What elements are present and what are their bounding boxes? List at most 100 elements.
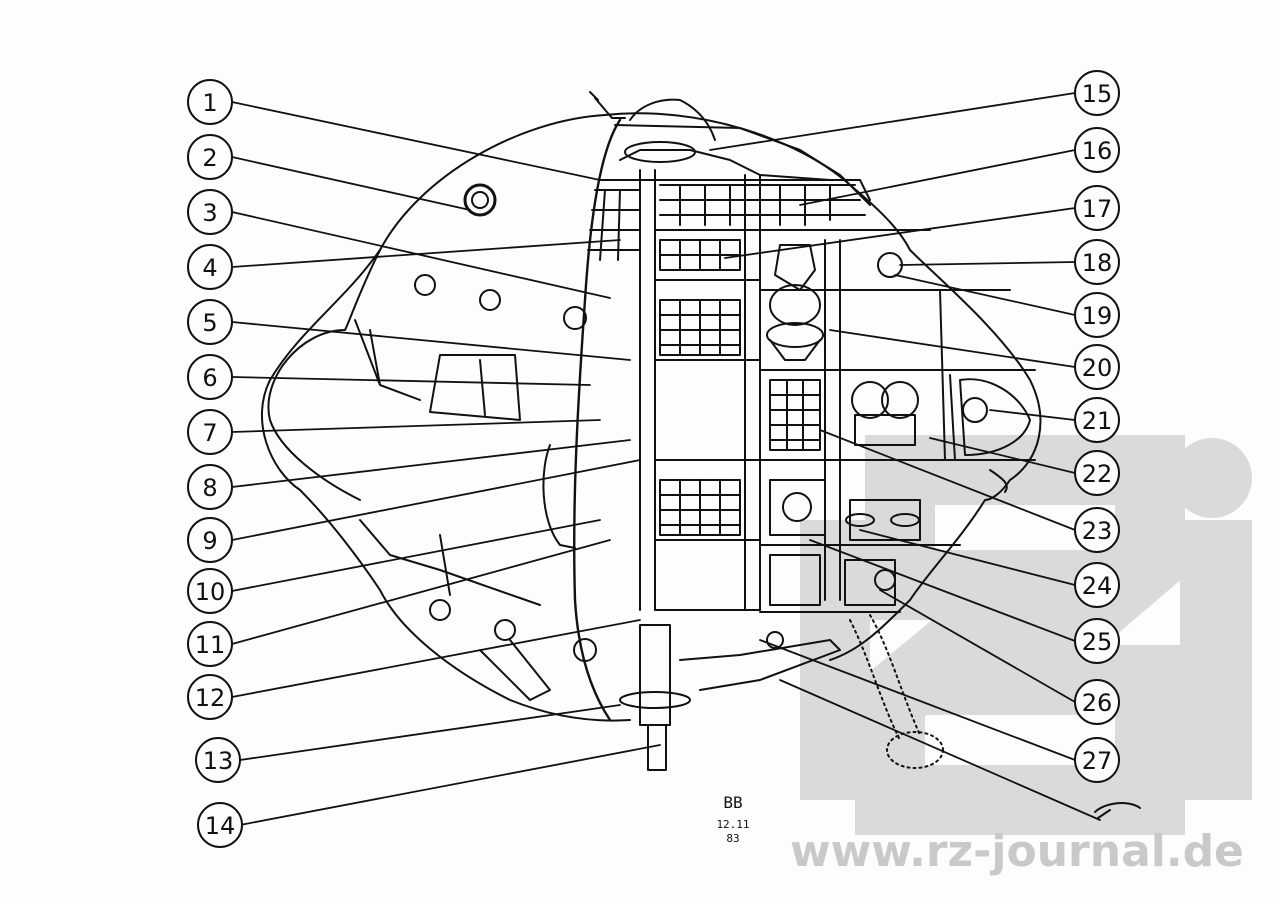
callout-circle — [187, 134, 233, 180]
leader-6 — [231, 376, 591, 386]
callout-9: 9 — [187, 517, 233, 563]
callout-circle — [1074, 344, 1120, 390]
callout-17: 17 — [1074, 185, 1120, 231]
callout-number: 25 — [1082, 628, 1113, 656]
callout-number: 14 — [205, 812, 236, 840]
signature-initials: BB — [723, 793, 742, 812]
callout-13: 13 — [195, 737, 241, 783]
callout-number: 7 — [202, 419, 217, 447]
leader-20 — [829, 329, 1076, 368]
leader-15 — [709, 92, 1076, 151]
leader-22 — [929, 437, 1076, 474]
callout-number: 19 — [1082, 302, 1113, 330]
callout-number: 17 — [1082, 195, 1113, 223]
callout-number: 3 — [202, 199, 217, 227]
callout-number: 9 — [202, 527, 217, 555]
callout-circle — [1074, 292, 1120, 338]
callout-number: 8 — [202, 474, 217, 502]
leader-14 — [239, 744, 661, 826]
callout-circle — [187, 299, 233, 345]
callout-circle — [1074, 127, 1120, 173]
callout-number: 24 — [1082, 572, 1113, 600]
leader-4 — [231, 239, 621, 268]
leader-25 — [809, 539, 1076, 642]
leader-10 — [231, 519, 601, 592]
leader-16 — [799, 149, 1076, 206]
leader-3 — [231, 211, 611, 299]
cutaway-vessel — [261, 91, 1141, 819]
callout-circle — [1074, 397, 1120, 443]
callout-5: 5 — [187, 299, 233, 345]
leader-11 — [231, 539, 611, 645]
callout-number: 27 — [1082, 747, 1113, 775]
leader-17 — [724, 207, 1076, 259]
callout-leaders — [231, 92, 1101, 826]
callout-circle — [1074, 562, 1120, 608]
callout-circle — [187, 244, 233, 290]
callout-circle — [187, 517, 233, 563]
callout-circle — [1074, 185, 1120, 231]
leader-9 — [231, 459, 641, 541]
callout-2: 2 — [187, 134, 233, 180]
leader-12 — [231, 619, 641, 698]
callout-6: 6 — [187, 354, 233, 400]
callout-circle — [1074, 70, 1120, 116]
callout-number: 11 — [195, 631, 226, 659]
leader-24 — [859, 529, 1076, 586]
callout-number: 21 — [1082, 407, 1113, 435]
callout-20: 20 — [1074, 344, 1120, 390]
callout-16: 16 — [1074, 127, 1120, 173]
leader-27 — [759, 639, 1076, 761]
callout-circle — [195, 737, 241, 783]
callout-3: 3 — [187, 189, 233, 235]
callout-circle — [187, 189, 233, 235]
leader-7 — [231, 419, 601, 433]
watermark-logo — [800, 435, 1252, 835]
callout-19: 19 — [1074, 292, 1120, 338]
callout-10: 10 — [187, 568, 233, 614]
callout-circle — [197, 802, 243, 848]
leader-18 — [899, 261, 1076, 266]
callout-number: 12 — [195, 684, 226, 712]
callout-4: 4 — [187, 244, 233, 290]
callout-27: 27 — [1074, 737, 1120, 783]
callout-12: 12 — [187, 674, 233, 720]
callout-circle — [1074, 450, 1120, 496]
callout-circle — [1074, 679, 1120, 725]
callout-number: 4 — [202, 254, 217, 282]
signature-date-year: 83 — [726, 832, 739, 845]
callout-circle — [1074, 239, 1120, 285]
leader-2 — [231, 156, 471, 211]
callout-circle — [187, 354, 233, 400]
callout-number: 15 — [1082, 80, 1113, 108]
callout-11: 11 — [187, 621, 233, 667]
signature-date-day: 12.11 — [716, 818, 749, 831]
callouts: 1234567891011121314151617181920212223242… — [187, 70, 1120, 848]
callout-circle — [1074, 507, 1120, 553]
callout-number: 6 — [202, 364, 217, 392]
callout-number: 1 — [202, 89, 217, 117]
callout-circle — [187, 79, 233, 125]
artist-signature: BB 12.11 83 — [716, 793, 749, 845]
callout-circle — [187, 409, 233, 455]
callout-number: 22 — [1082, 460, 1113, 488]
callout-number: 16 — [1082, 137, 1113, 165]
callout-circle — [187, 621, 233, 667]
callout-circle — [187, 674, 233, 720]
callout-21: 21 — [1074, 397, 1120, 443]
leader-21 — [989, 409, 1076, 421]
callout-circle — [1074, 737, 1120, 783]
leader-26 — [879, 589, 1076, 703]
callout-23: 23 — [1074, 507, 1120, 553]
callout-1: 1 — [187, 79, 233, 125]
callout-18: 18 — [1074, 239, 1120, 285]
leader-13 — [239, 704, 621, 761]
callout-14: 14 — [197, 802, 243, 848]
callout-circle — [1074, 618, 1120, 664]
callout-15: 15 — [1074, 70, 1120, 116]
callout-24: 24 — [1074, 562, 1120, 608]
callout-25: 25 — [1074, 618, 1120, 664]
callout-7: 7 — [187, 409, 233, 455]
leader-8 — [231, 439, 631, 488]
